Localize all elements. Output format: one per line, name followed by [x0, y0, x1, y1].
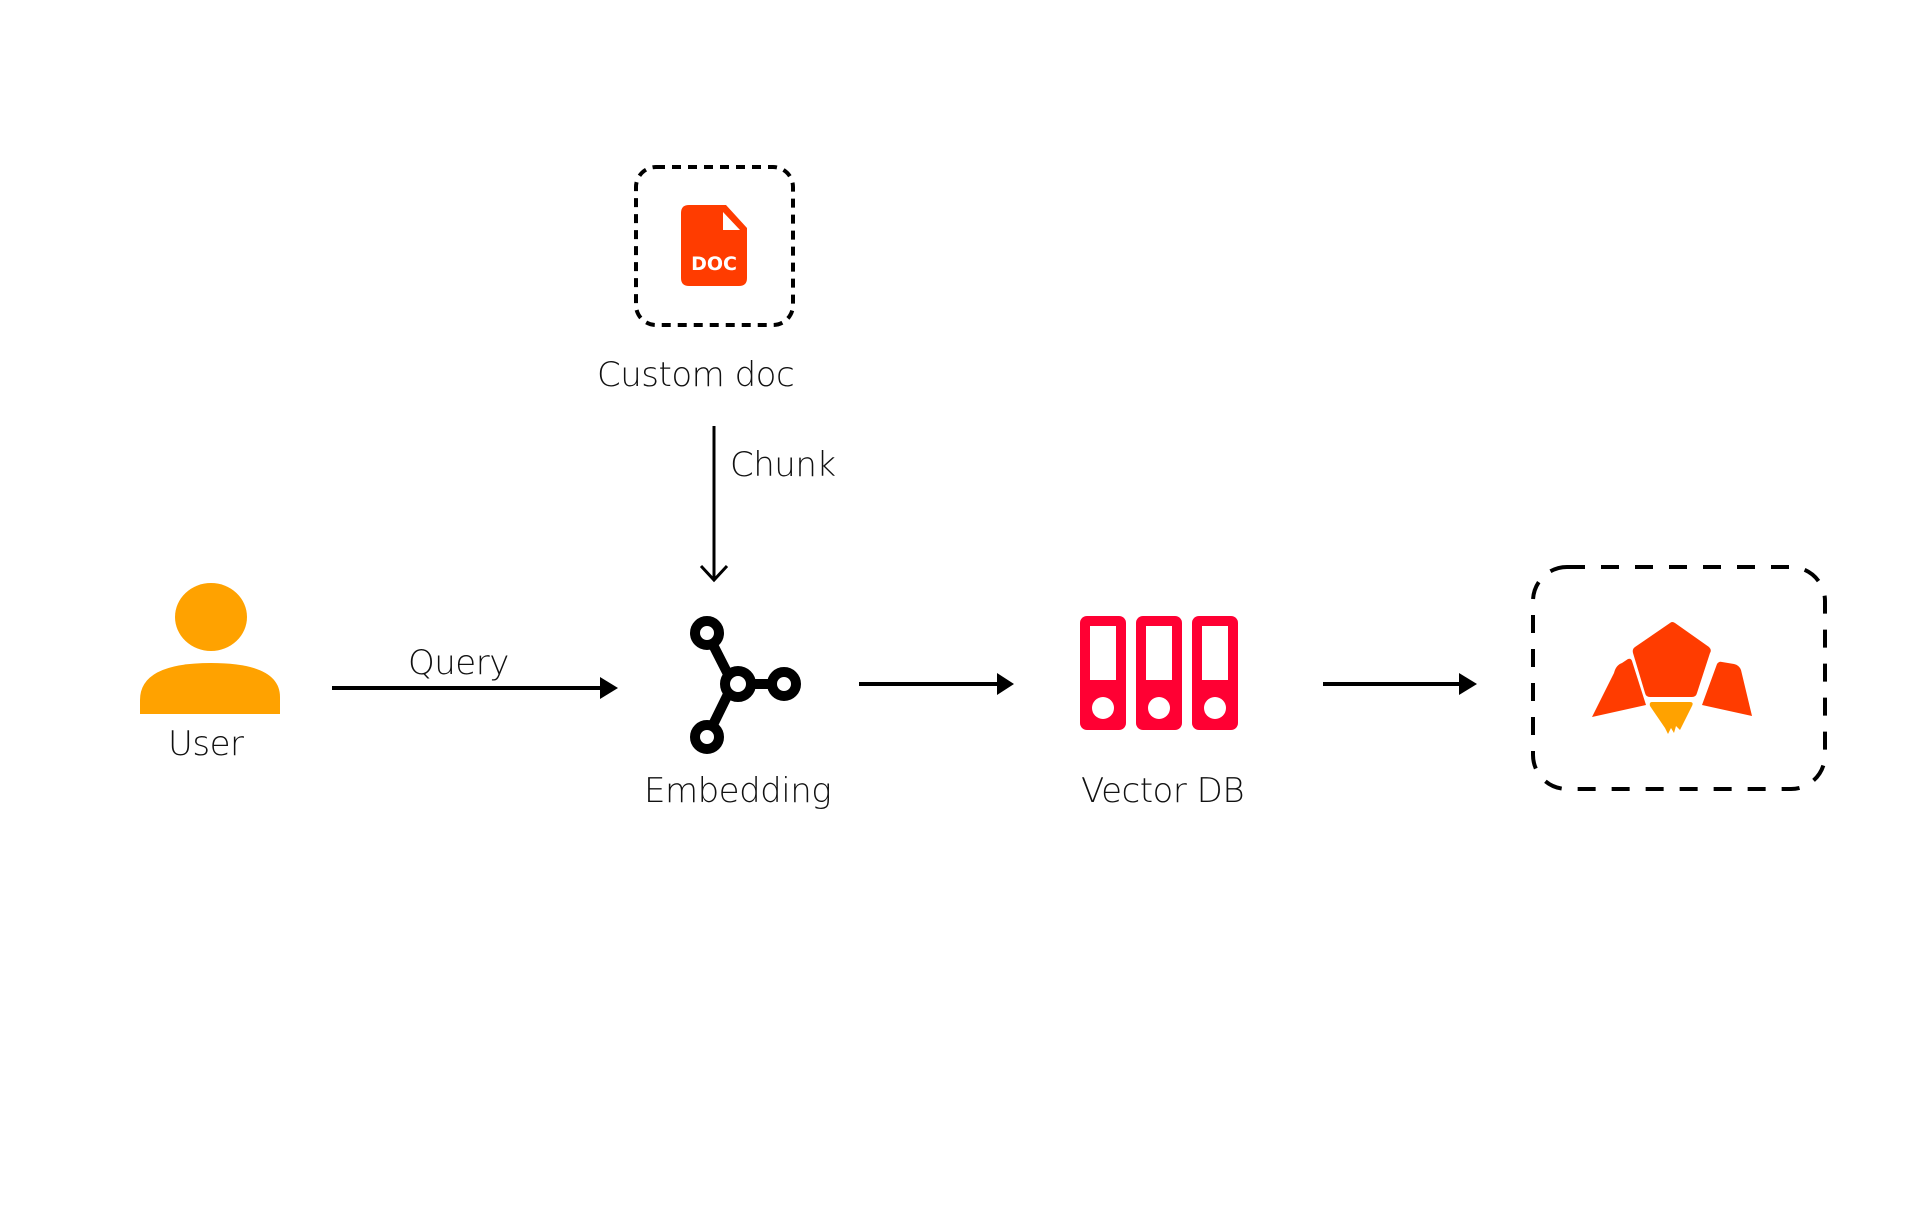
vector-db-label: Vector DB — [1081, 771, 1245, 811]
custom-doc-label: Custom doc — [597, 355, 795, 395]
query-label: Query — [408, 643, 509, 683]
user-label: User — [168, 724, 244, 764]
db-to-llm-arrow — [1323, 673, 1477, 695]
embedding-label: Embedding — [644, 771, 832, 811]
binder-3 — [1192, 616, 1238, 730]
chunk-arrow — [699, 426, 729, 583]
embedding-to-db-arrow — [859, 673, 1014, 695]
bird-logo-icon — [1592, 622, 1752, 734]
user-icon — [140, 583, 280, 714]
embedding-nodes-icon — [690, 616, 801, 754]
binder-2 — [1136, 616, 1182, 730]
doc-icon-text: DOC — [691, 253, 737, 275]
chunk-label: Chunk — [730, 445, 836, 485]
doc-file-icon: DOC — [681, 205, 747, 286]
llm-box — [1531, 565, 1827, 791]
query-arrow — [332, 677, 618, 699]
custom-doc-box — [634, 165, 795, 327]
binder-1 — [1080, 616, 1126, 730]
binders-database-icon — [1080, 616, 1238, 730]
